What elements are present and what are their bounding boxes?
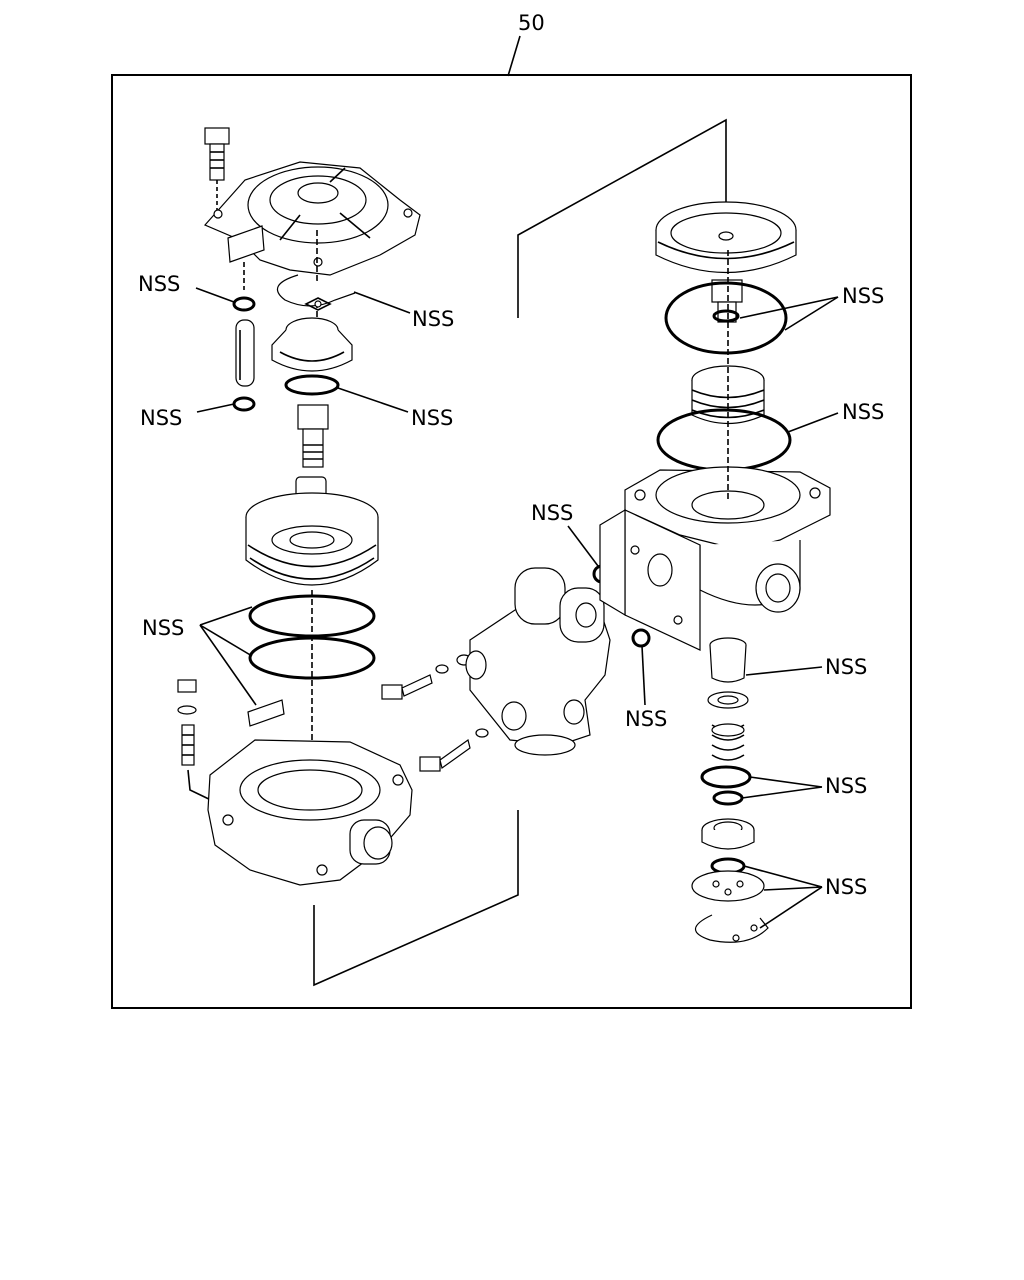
svg-text:NSS: NSS — [138, 272, 180, 296]
label-nss-right-bottom-rings: NSS — [743, 865, 867, 929]
left-bracket — [313, 810, 519, 987]
svg-text:NSS: NSS — [842, 284, 884, 308]
svg-text:NSS: NSS — [825, 655, 867, 679]
left-cover-assembly — [203, 127, 421, 320]
key — [247, 699, 285, 727]
right-main-housing — [599, 466, 831, 651]
center-lower-oring — [631, 628, 651, 648]
nut-washer-stud — [177, 679, 216, 803]
piston-body — [245, 492, 379, 586]
callout-number: 50 — [518, 11, 545, 35]
label-nss-left-lower-ring: NSS — [140, 403, 235, 430]
label-nss-right-spring-rings: NSS — [741, 774, 867, 799]
svg-text:NSS: NSS — [142, 616, 184, 640]
small-oring-bottom — [232, 396, 256, 412]
label-nss-right-sleeve: NSS — [745, 655, 867, 679]
right-top-oring — [664, 281, 788, 355]
svg-text:NSS: NSS — [412, 307, 454, 331]
right-bracket — [517, 118, 727, 318]
svg-text:NSS: NSS — [531, 501, 573, 525]
label-nss-piston-ring: NSS — [337, 387, 453, 430]
svg-text:NSS: NSS — [411, 406, 453, 430]
svg-text:NSS: NSS — [842, 400, 884, 424]
svg-text:NSS: NSS — [825, 774, 867, 798]
svg-text:NSS: NSS — [825, 875, 867, 899]
label-nss-center-oring: NSS — [531, 501, 599, 567]
center-bolts — [381, 654, 489, 772]
piston-oring — [284, 374, 340, 396]
lower-housing — [207, 739, 413, 886]
piston-cup — [271, 317, 353, 372]
pin — [235, 319, 255, 387]
svg-text:NSS: NSS — [625, 707, 667, 731]
diagram-frame — [111, 74, 912, 1009]
svg-text:NSS: NSS — [140, 406, 182, 430]
label-nss-top-snap-ring: NSS — [353, 291, 454, 331]
label-nss-center-lower-oring: NSS — [625, 645, 667, 731]
callout-leader — [507, 35, 521, 77]
center-valve-body — [465, 567, 611, 756]
label-nss-right-top-oring: NSS — [739, 284, 884, 331]
top-cap — [655, 201, 797, 273]
small-oring-top — [232, 296, 256, 312]
label-nss-right-large-oring: NSS — [787, 400, 884, 433]
label-nss-body-seals: NSS — [142, 606, 257, 706]
label-nss-top-left-ring: NSS — [138, 272, 235, 303]
right-spring-stack — [691, 637, 769, 943]
snap-ring — [276, 274, 356, 307]
